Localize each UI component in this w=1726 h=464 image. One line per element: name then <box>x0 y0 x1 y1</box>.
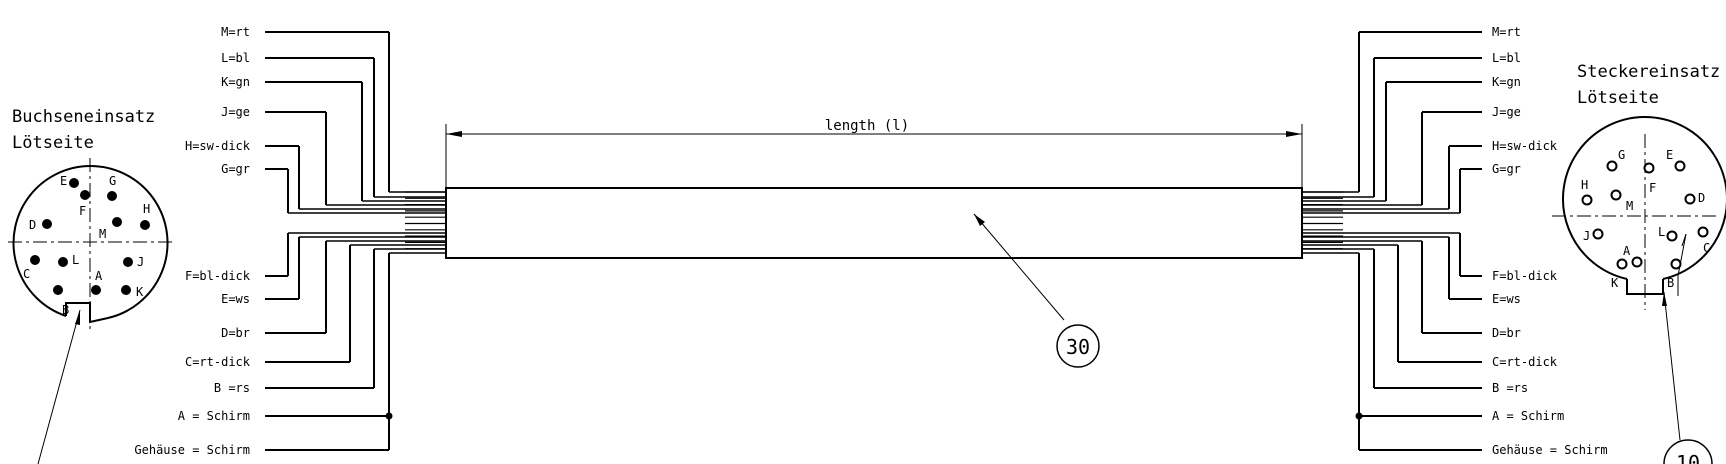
pin-hole <box>1697 226 1709 238</box>
left-connector-title: Buchseneinsatz <box>12 107 155 127</box>
wire-label: A = Schirm <box>178 409 250 423</box>
pin-label: G <box>1618 148 1625 162</box>
pin-label: E <box>1666 148 1673 162</box>
pin-label: B <box>62 303 69 317</box>
pin-label: L <box>72 253 79 267</box>
cable-body <box>445 187 1303 259</box>
wire-label: F=bl-dick <box>1492 269 1558 283</box>
right-connector-title: Steckereinsatz <box>1577 62 1720 82</box>
right-pin-circles <box>1581 160 1709 270</box>
wire-label: D=br <box>1492 326 1521 340</box>
wire-label: J=ge <box>1492 105 1521 119</box>
wire-label: M=rt <box>221 25 250 39</box>
length-label: length (l) <box>825 118 909 134</box>
pin-dot <box>123 257 133 267</box>
pin-label: J <box>137 255 144 269</box>
wire-label: B =rs <box>214 381 250 395</box>
wire-label: E=ws <box>221 292 250 306</box>
junction-dot <box>385 412 393 420</box>
pin-dot <box>80 190 90 200</box>
pin-label: F <box>1649 181 1656 195</box>
pin-label: K <box>1611 276 1619 290</box>
callout-cable: 30 <box>973 213 1100 368</box>
pin-label: M <box>99 227 106 241</box>
pin-label: M <box>1626 199 1633 213</box>
wire-label: C=rt-dick <box>1492 355 1558 369</box>
pin-hole <box>1674 160 1686 172</box>
wire-label: K=gn <box>1492 75 1521 89</box>
pin-hole <box>1610 189 1622 201</box>
wire-label: F=bl-dick <box>185 269 251 283</box>
callout-30-label: 30 <box>1066 335 1090 359</box>
wire-label: E=ws <box>1492 292 1521 306</box>
length-dimension: length (l) <box>445 118 1303 188</box>
wire-label: G=gr <box>1492 162 1521 176</box>
wire-label: Gehäuse = Schirm <box>134 443 250 457</box>
wire-label: B =rs <box>1492 381 1528 395</box>
wire-label: H=sw-dick <box>185 139 251 153</box>
pin-dot <box>91 285 101 295</box>
wire-label: D=br <box>221 326 250 340</box>
wire-label: H=sw-dick <box>1492 139 1558 153</box>
pin-dot <box>121 285 131 295</box>
pin-label: D <box>29 218 36 232</box>
wire-label: L=bl <box>1492 51 1521 65</box>
pin-label: K <box>136 285 144 299</box>
pin-dot <box>107 191 117 201</box>
wire-label: G=gr <box>221 162 250 176</box>
pin-dot <box>69 178 79 188</box>
pin-label: H <box>143 202 150 216</box>
pin-label: F <box>79 204 86 218</box>
pin-dot <box>112 217 122 227</box>
pin-label: C <box>23 267 30 281</box>
left-connector-subtitle: Lötseite <box>12 133 94 153</box>
right-pin-labels: G E H M F D J L C A K B <box>1581 148 1710 290</box>
wire-label: L=bl <box>221 51 250 65</box>
pin-dot <box>42 219 52 229</box>
left-connector: Buchseneinsatz Lötseite E G D F H M <box>8 107 172 464</box>
pin-dot <box>58 257 68 267</box>
pin-hole <box>1606 160 1618 172</box>
wire-label: C=rt-dick <box>185 355 251 369</box>
pin-label: A <box>1623 244 1631 258</box>
left-pin-dots <box>30 178 150 295</box>
callout-10-label: 10 <box>1676 451 1700 464</box>
pin-label: G <box>109 174 116 188</box>
wire-label: Gehäuse = Schirm <box>1492 443 1608 457</box>
wire-label: M=rt <box>1492 25 1521 39</box>
wire-label: J=ge <box>221 105 250 119</box>
pin-hole <box>1592 228 1604 240</box>
right-connector: Steckereinsatz Lötseite G E H M F D <box>1552 62 1726 464</box>
pin-hole <box>1666 230 1678 242</box>
pin-dot <box>30 255 40 265</box>
pin-label: L <box>1658 225 1665 239</box>
left-wire-harness: M=rtL=blK=gnJ=geH=sw-dickG=grF=bl-dickE=… <box>134 25 446 457</box>
pin-hole <box>1616 258 1628 270</box>
pin-dot <box>140 220 150 230</box>
pin-label: H <box>1581 178 1588 192</box>
pin-label: C <box>1703 241 1710 255</box>
pin-label: J <box>1583 229 1590 243</box>
pin-hole <box>1631 256 1643 268</box>
pin-hole <box>1581 194 1593 206</box>
right-connector-subtitle: Lötseite <box>1577 88 1659 108</box>
pin-label: A <box>95 269 103 283</box>
junction-dot <box>1355 412 1363 420</box>
right-wire-harness: M=rtL=blK=gnJ=geH=sw-dickG=grF=bl-dickE=… <box>1302 25 1608 457</box>
wire-label: A = Schirm <box>1492 409 1564 423</box>
pin-label: D <box>1698 191 1705 205</box>
pin-label: B <box>1667 276 1674 290</box>
wire-label: K=gn <box>221 75 250 89</box>
left-pin-labels: E G D F H M C L J A K B <box>23 174 150 317</box>
pin-label: E <box>60 174 67 188</box>
pin-hole <box>1670 258 1682 270</box>
pin-hole <box>1684 193 1696 205</box>
pin-hole <box>1643 162 1655 174</box>
pin-dot <box>53 285 63 295</box>
